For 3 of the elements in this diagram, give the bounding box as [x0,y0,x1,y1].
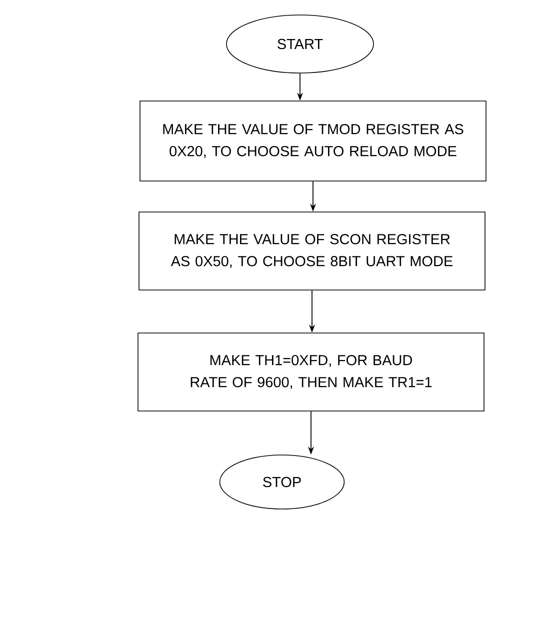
process-box: MAKE TH1=0XFD, FOR BAUD RATE OF 9600, THEN MAKE TR1=1 [138,332,484,412]
process-box: MAKE THE VALUE OF TMOD REGISTER AS 0X20, TO CHOOSE AUTO RELOAD MODE [140,100,486,182]
process-box: MAKE THE VALUE OF SCON REGISTER AS 0X50, TO CHOOSE 8BIT UART MODE [138,212,486,290]
